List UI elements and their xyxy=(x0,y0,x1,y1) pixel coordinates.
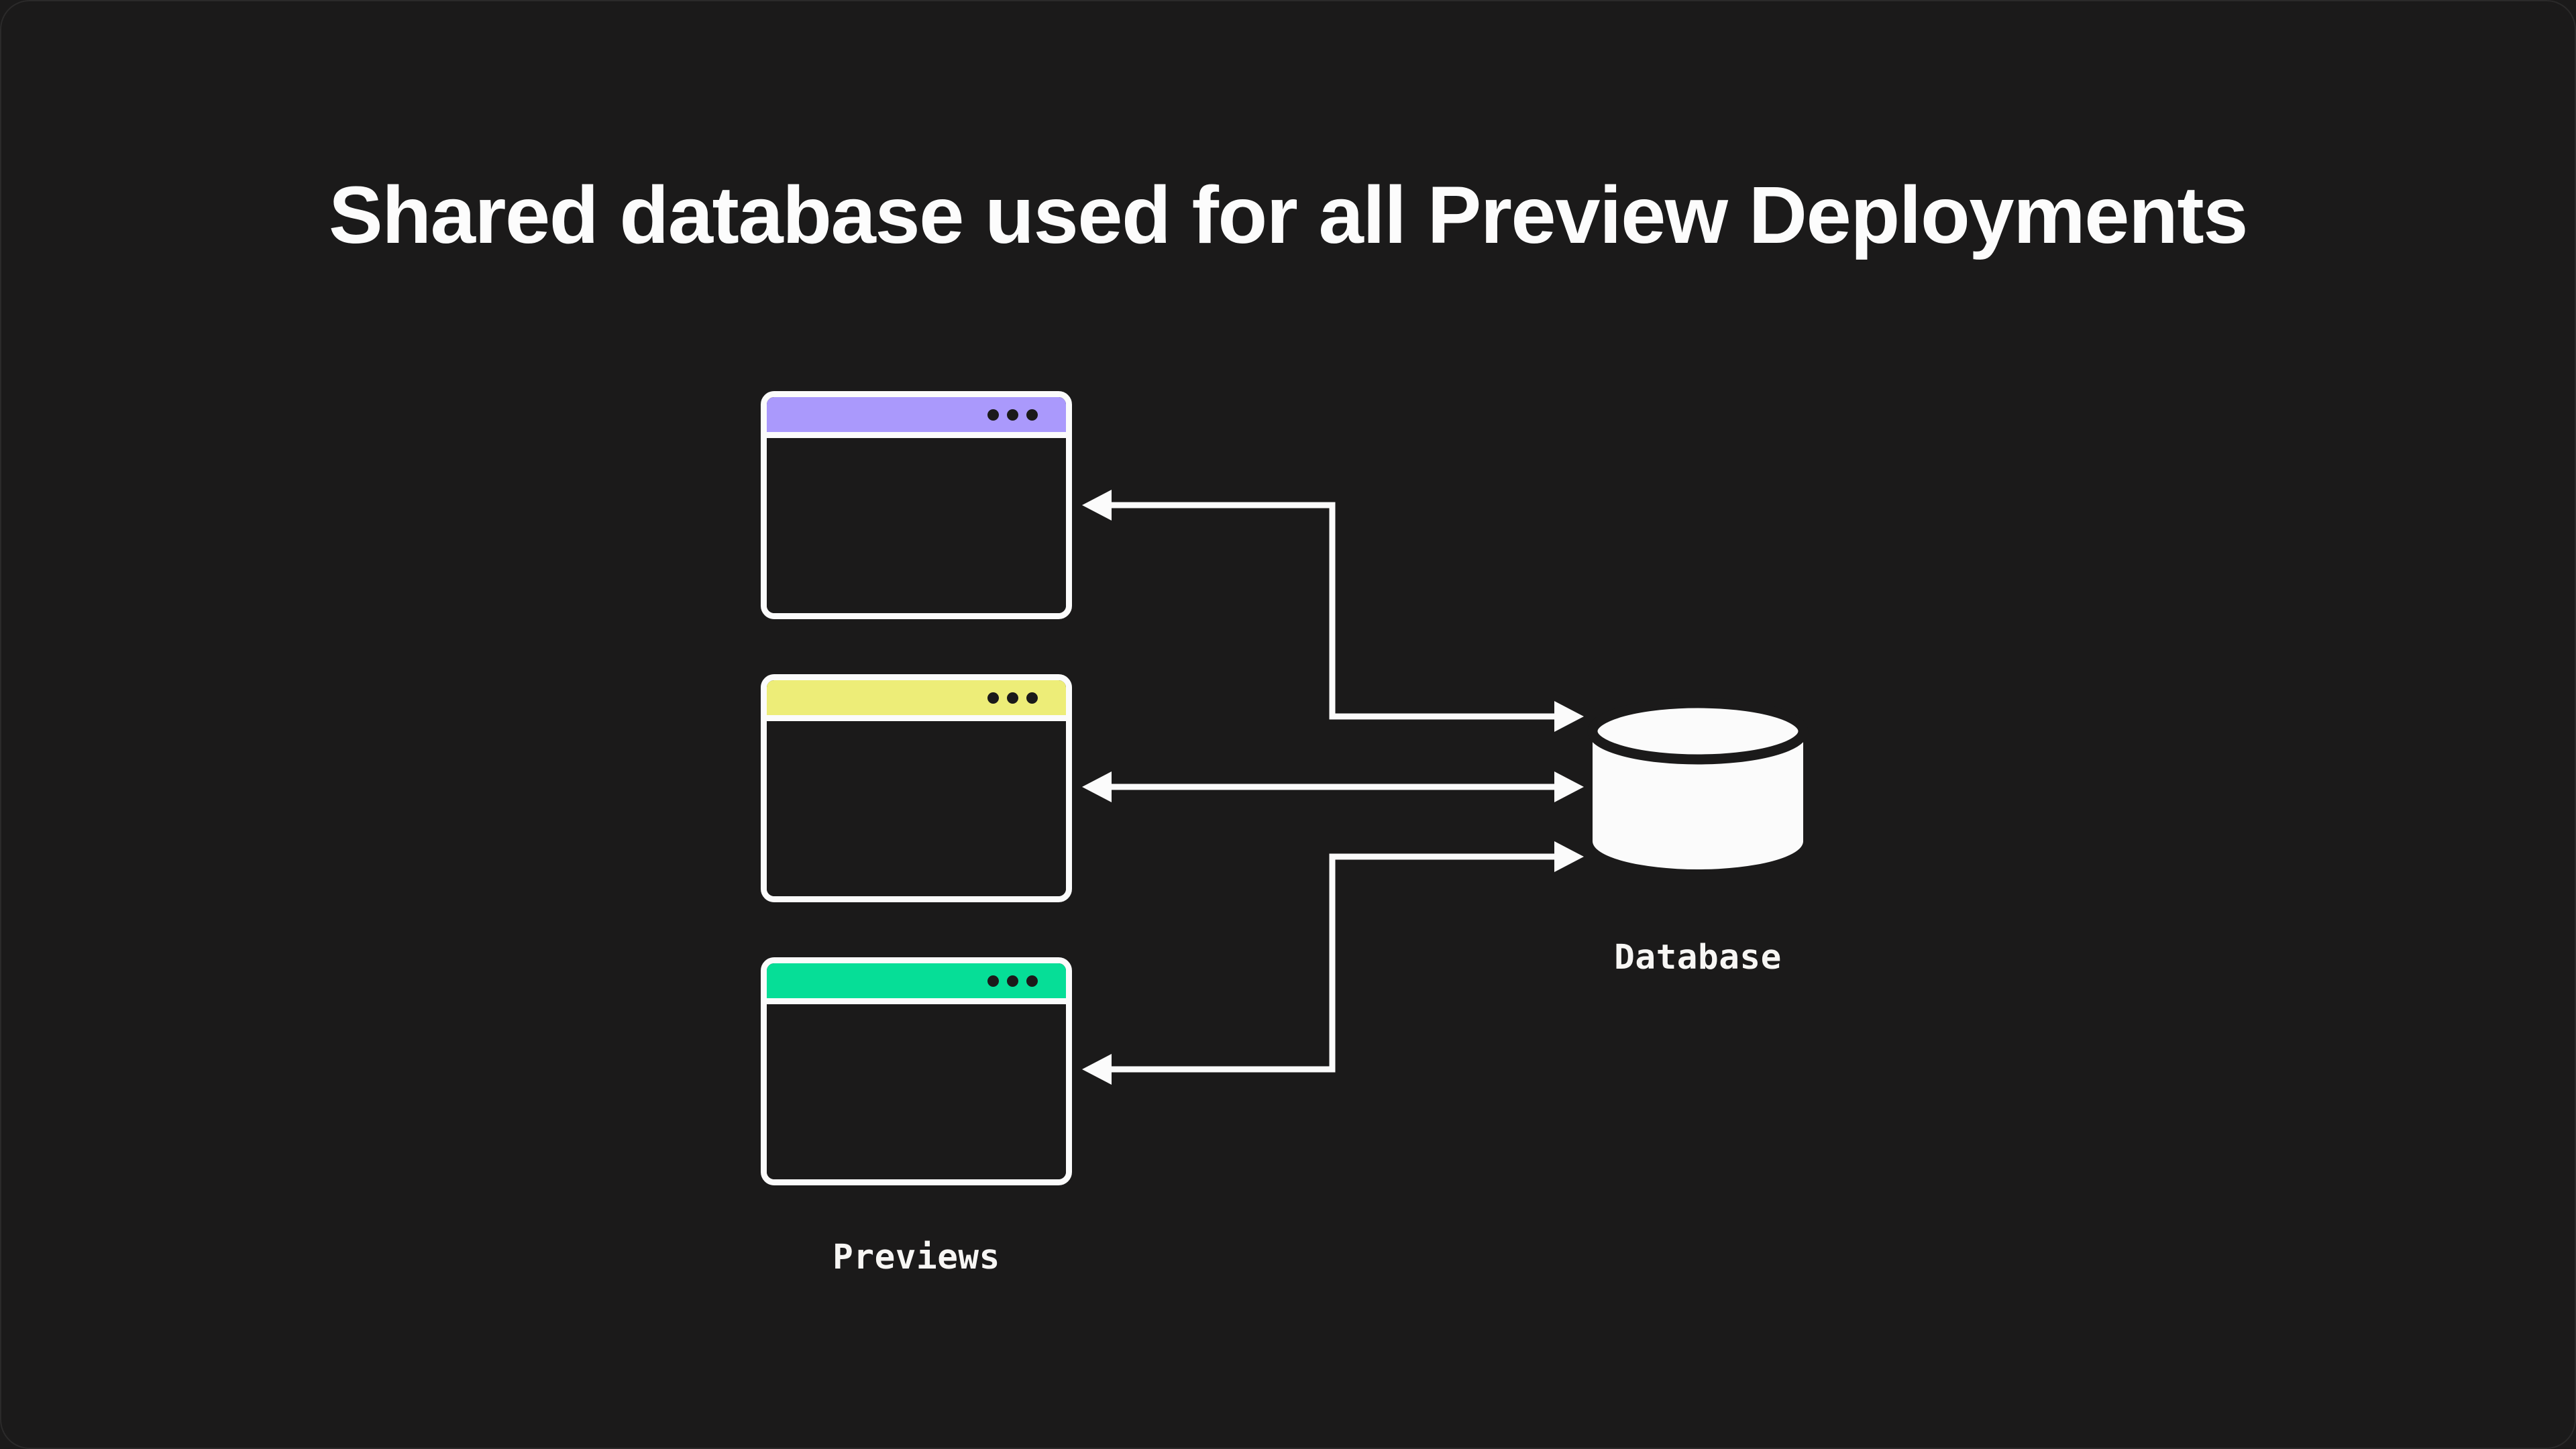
window-dot-icon xyxy=(1007,409,1018,421)
window-dot-icon xyxy=(1026,975,1038,987)
arrowhead-into-preview-1 xyxy=(1082,490,1112,521)
arrowhead-into-database-top xyxy=(1554,701,1584,732)
previews-label: Previews xyxy=(833,1238,1000,1277)
window-dot-icon xyxy=(987,692,999,704)
window-dot-icon xyxy=(1026,409,1038,421)
window-body xyxy=(767,438,1066,613)
window-dot-icon xyxy=(987,975,999,987)
window-body xyxy=(767,1004,1066,1179)
preview-window-2 xyxy=(761,674,1072,902)
arrowhead-into-preview-2 xyxy=(1082,771,1112,802)
window-titlebar xyxy=(767,963,1066,1004)
arrowhead-into-database-bottom xyxy=(1554,841,1584,872)
arrowhead-into-database-middle xyxy=(1554,771,1584,802)
database-cylinder-icon xyxy=(1587,698,1809,869)
diagram-title: Shared database used for all Preview Dep… xyxy=(329,169,2248,260)
window-body xyxy=(767,721,1066,896)
window-dot-icon xyxy=(1026,692,1038,704)
preview-window-3 xyxy=(761,957,1072,1185)
arrowhead-into-preview-3 xyxy=(1082,1054,1112,1085)
database-body xyxy=(1593,734,1803,869)
connector-preview-3-database xyxy=(1107,853,1559,1073)
window-titlebar xyxy=(767,680,1066,721)
preview-window-1 xyxy=(761,391,1072,619)
window-dot-icon xyxy=(1007,975,1018,987)
window-dot-icon xyxy=(987,409,999,421)
window-dot-icon xyxy=(1007,692,1018,704)
database-label: Database xyxy=(1614,938,1782,977)
connector-preview-1-database xyxy=(1107,502,1559,720)
window-titlebar xyxy=(767,397,1066,438)
database-top-ellipse xyxy=(1587,698,1809,765)
